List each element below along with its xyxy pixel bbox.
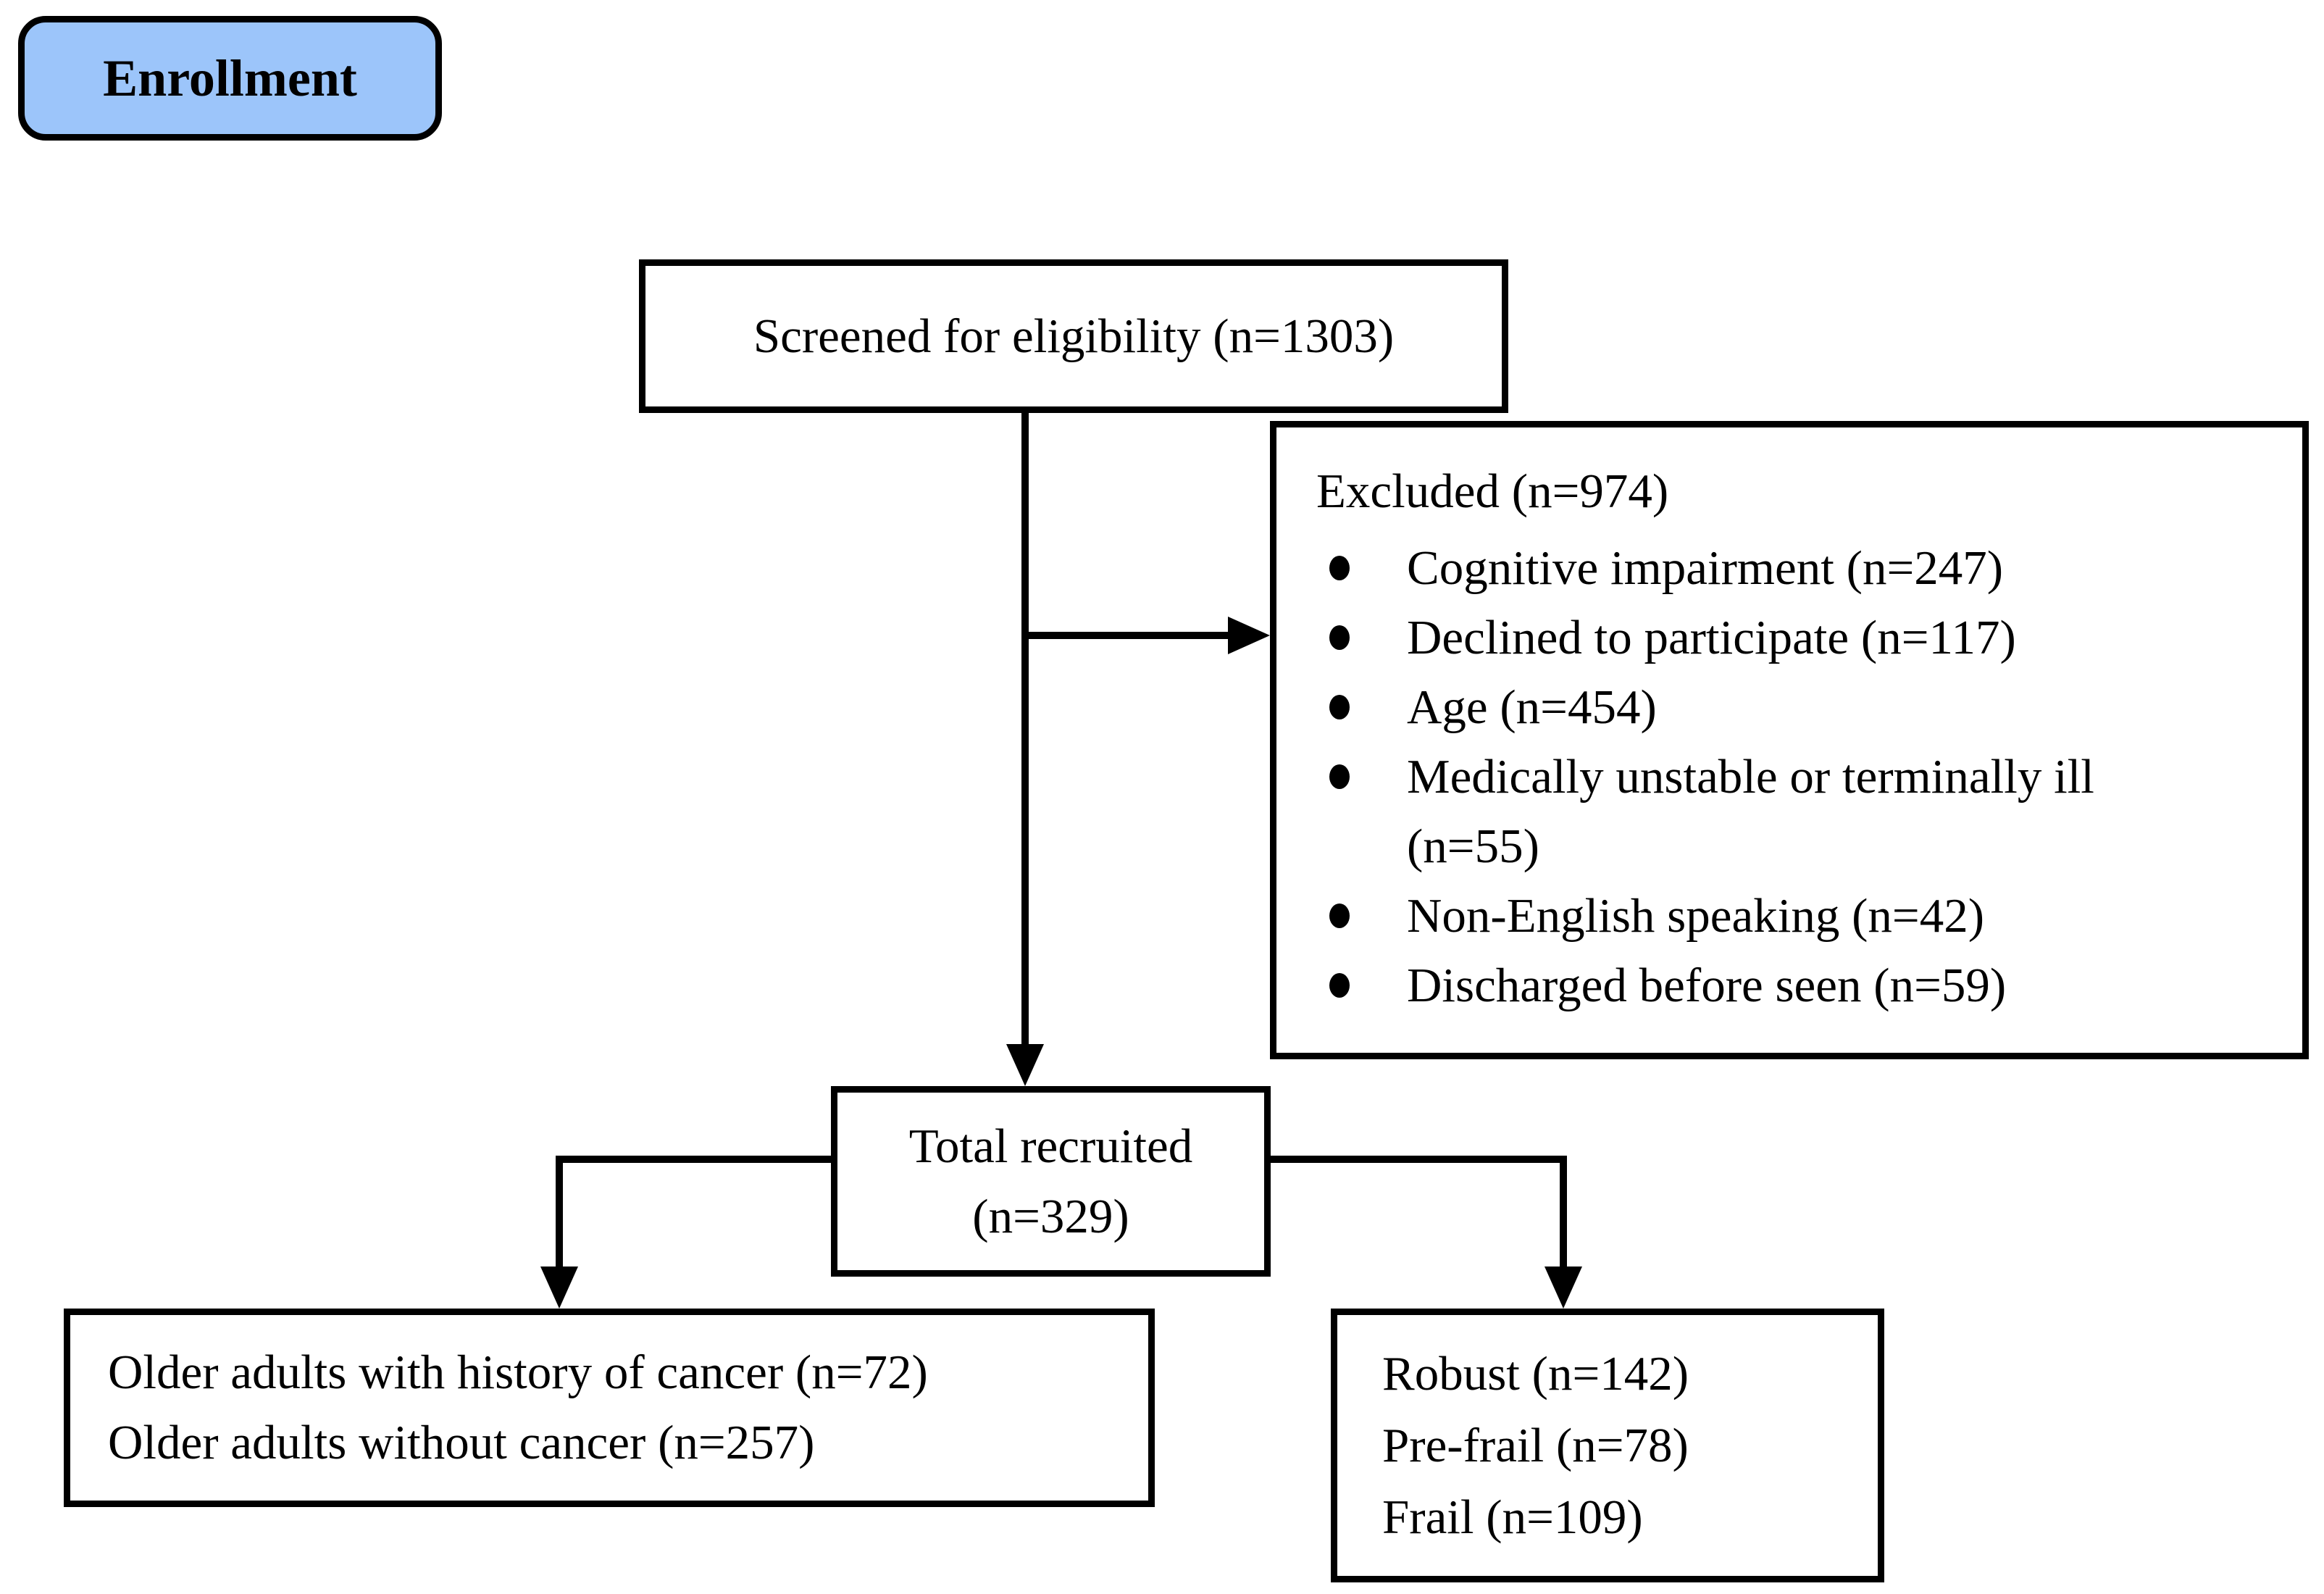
excluded-item: Age (n=454) <box>1316 672 2273 742</box>
frailty-groups-box: Robust (n=142) Pre-frail (n=78) Frail (n… <box>1331 1309 1884 1582</box>
cancer-groups-line: Older adults without cancer (n=257) <box>108 1416 815 1469</box>
connector-total-to-frailty-horizontal <box>1271 1156 1563 1163</box>
enrollment-stage-box: Enrollment <box>18 16 442 141</box>
excluded-item-label: Non-English speaking (n=42) <box>1407 889 1984 943</box>
excluded-item: Discharged before seen (n=59) <box>1316 951 2273 1020</box>
screened-box: Screened for eligibility (n=1303) <box>639 259 1508 413</box>
arrowhead-down-icon <box>1545 1267 1582 1309</box>
excluded-item: Non-English speaking (n=42) <box>1316 881 2273 951</box>
screened-label: Screened for eligibility (n=1303) <box>753 309 1395 363</box>
connector-total-to-cancer-vertical <box>556 1156 563 1267</box>
bullet-icon <box>1329 764 1350 789</box>
excluded-item: Declined to participate (n=117) <box>1316 603 2273 672</box>
connector-total-to-frailty-vertical <box>1560 1156 1567 1267</box>
excluded-item-label: Cognitive impairment (n=247) <box>1407 541 2004 595</box>
excluded-item-label: Age (n=454) <box>1407 680 1657 734</box>
bullet-icon <box>1329 904 1350 928</box>
frailty-groups-line: Frail (n=109) <box>1382 1490 1643 1544</box>
excluded-item-label: Declined to participate (n=117) <box>1407 611 2016 664</box>
bullet-icon <box>1329 695 1350 719</box>
bullet-icon <box>1329 556 1350 580</box>
total-recruited-line: Total recruited <box>908 1119 1193 1173</box>
excluded-box: Excluded (n=974) Cognitive impairment (n… <box>1270 421 2309 1059</box>
excluded-item-label: Discharged before seen (n=59) <box>1407 959 2007 1012</box>
arrowhead-down-icon <box>1006 1044 1044 1086</box>
excluded-item: Cognitive impairment (n=247) <box>1316 533 2273 603</box>
cancer-groups-box: Older adults with history of cancer (n=7… <box>64 1309 1155 1507</box>
connector-to-excluded <box>1025 632 1228 639</box>
cancer-groups-line: Older adults with history of cancer (n=7… <box>108 1345 928 1399</box>
excluded-list: Cognitive impairment (n=247) Declined to… <box>1316 533 2273 1020</box>
enrollment-stage-label: Enrollment <box>103 49 357 107</box>
frailty-groups-line: Robust (n=142) <box>1382 1346 1689 1401</box>
excluded-item: Medically unstable or terminally ill (n=… <box>1316 742 2273 881</box>
arrowhead-down-icon <box>540 1267 578 1309</box>
excluded-item-label: Medically unstable or terminally ill (n=… <box>1407 750 2094 873</box>
excluded-title: Excluded (n=974) <box>1316 464 1669 518</box>
connector-total-to-cancer-horizontal <box>559 1156 831 1163</box>
frailty-groups-line: Pre-frail (n=78) <box>1382 1418 1689 1472</box>
arrowhead-right-icon <box>1228 617 1270 654</box>
bullet-icon <box>1329 625 1350 650</box>
connector-screened-to-total <box>1021 413 1029 1044</box>
total-recruited-box: Total recruited (n=329) <box>831 1086 1271 1277</box>
total-recruited-line: (n=329) <box>972 1189 1129 1243</box>
bullet-icon <box>1329 973 1350 998</box>
